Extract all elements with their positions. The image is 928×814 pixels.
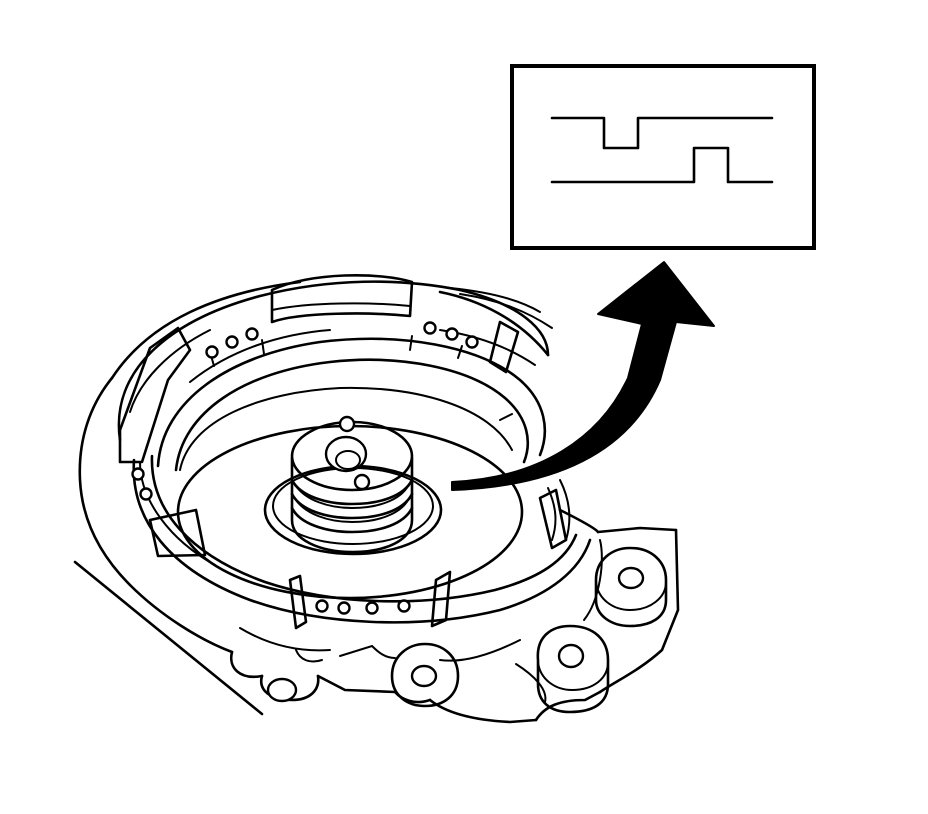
case-bolt-hole-right [557,643,585,669]
housing-oil-holes [131,321,479,615]
hub-port-lower [353,473,371,491]
detail-callout-box [510,64,816,250]
case-bolt-hole-center [410,664,438,688]
callout-arrow [451,261,715,491]
hub-center-bore [324,435,368,473]
step-joint-lower [550,146,774,184]
seal-ring-2 [290,492,414,520]
clutch-housing [110,274,592,630]
transmission-case [73,376,680,724]
case-bolt-hole-upper [617,566,645,590]
seal-ring-3 [290,506,414,534]
case-bolt-hole-left [266,677,298,703]
seal-ring-1 [290,478,414,506]
center-hub [263,415,443,556]
hub-port-upper [338,415,356,433]
callout-frame [510,64,816,250]
step-joint-upper [550,116,774,150]
